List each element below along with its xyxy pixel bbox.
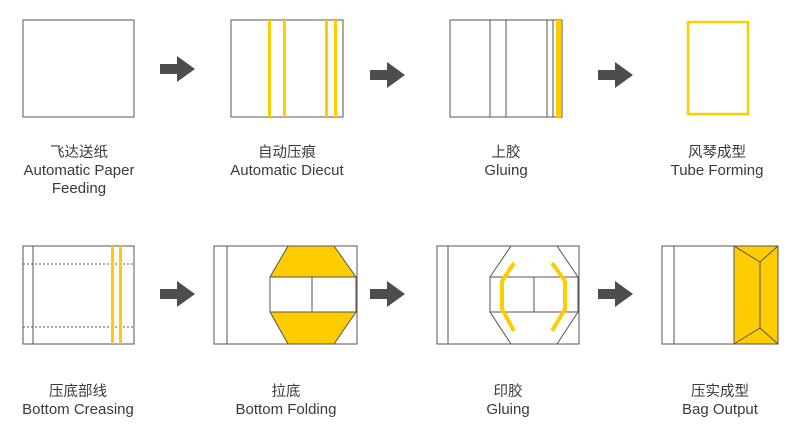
step-5-en: Bottom Creasing [22, 401, 134, 418]
arrow-right-icon [160, 56, 195, 82]
step-4-cn: 风琴成型 [688, 145, 746, 161]
step-8-finished-bag [661, 245, 779, 345]
step-5-creased-tube [22, 245, 135, 345]
step-7-cn: 印胶 [493, 384, 523, 400]
step-6-cn: 拉底 [271, 384, 301, 400]
step-3-en: Gluing [484, 162, 528, 179]
step-1-paper-sheet [22, 19, 135, 118]
step-2-en: Automatic Diecut [230, 162, 344, 179]
step-7-bottom-gluing [436, 245, 580, 345]
step-5-caption: 压底部线 Bottom Creasing [0, 383, 168, 419]
step-2-caption: 自动压痕 Automatic Diecut [197, 144, 377, 180]
step-3-cn: 上胶 [491, 145, 521, 161]
step-5-cn: 压底部线 [49, 384, 107, 400]
step-4-tube [686, 20, 750, 116]
step-7-caption: 印胶 Gluing [418, 383, 598, 419]
step-4-caption: 风琴成型 Tube Forming [627, 144, 800, 180]
step-1-cn: 飞达送纸 [50, 145, 108, 161]
arrow-right-icon [160, 281, 195, 307]
step-3-caption: 上胶 Gluing [416, 144, 596, 180]
step-4-en: Tube Forming [670, 162, 764, 179]
arrow-right-icon [598, 62, 633, 88]
step-6-bottom-fold [213, 245, 358, 345]
arrow-right-icon [598, 281, 633, 307]
step-8-caption: 压实成型 Bag Output [630, 383, 800, 419]
step-6-en: Bottom Folding [235, 401, 337, 418]
step-2-diecut-sheet [230, 19, 344, 118]
step-3-gluing-sheet [449, 19, 563, 118]
step-2-cn: 自动压痕 [258, 145, 316, 161]
step-8-cn: 压实成型 [691, 384, 749, 400]
step-1-en: Automatic Paper Feeding [23, 162, 135, 197]
arrow-right-icon [370, 281, 405, 307]
step-6-caption: 拉底 Bottom Folding [196, 383, 376, 419]
step-1-caption: 飞达送纸 Automatic Paper Feeding [0, 144, 158, 198]
step-8-en: Bag Output [682, 401, 758, 418]
arrow-right-icon [370, 62, 405, 88]
step-7-en: Gluing [486, 401, 530, 418]
